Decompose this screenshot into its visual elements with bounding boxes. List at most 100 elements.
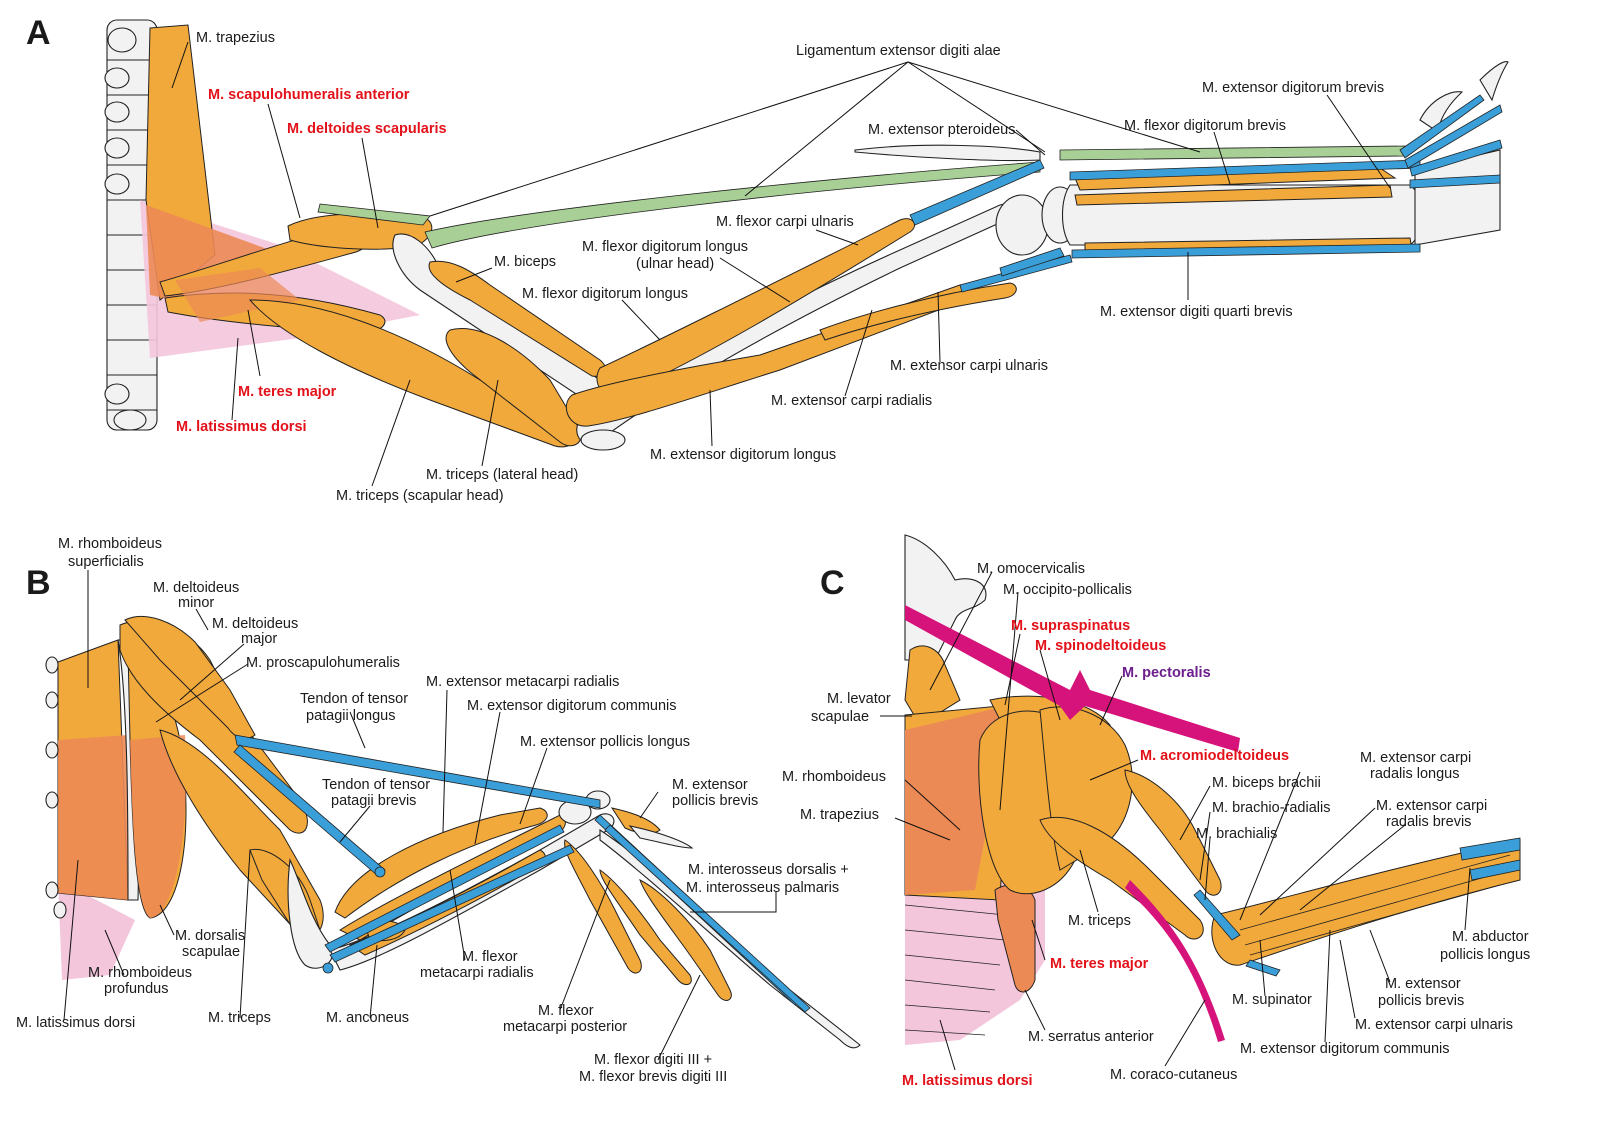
label-tensor-longus-1: Tendon of tensor: [300, 691, 408, 707]
label-flexor-digitorum-longus: M. flexor digitorum longus: [522, 286, 688, 302]
rhomboideus-profundus-overlap: [58, 735, 128, 900]
label-extensor-carpi-ulnaris-c: M. extensor carpi ulnaris: [1355, 1017, 1513, 1033]
pollex-bone: [628, 825, 694, 849]
label-rhomboideus-superficialis-1: M. rhomboideus: [58, 536, 162, 552]
label-deltoideus-major-1: M. deltoideus: [212, 616, 298, 632]
label-interosseus-2: M. interosseus palmaris: [686, 880, 839, 896]
label-coraco-cutaneus: M. coraco-cutaneus: [1110, 1067, 1237, 1083]
label-omocervicalis: M. omocervicalis: [977, 561, 1085, 577]
label-anconeus: M. anconeus: [326, 1010, 409, 1026]
label-teres-major-a: M. teres major: [238, 384, 337, 400]
forearm-lines-c: [1239, 854, 1511, 956]
label-latissimus-dorsi-b: M. latissimus dorsi: [16, 1015, 135, 1031]
label-biceps-a: M. biceps: [494, 254, 556, 270]
label-occipito-pollicalis: M. occipito-pollicalis: [1003, 582, 1132, 598]
dorsalis-overlap: [130, 735, 187, 918]
label-extensor-pollicis-brevis-c2: pollicis brevis: [1378, 993, 1464, 1009]
vertebra-knobs-b: [45, 656, 67, 919]
leaders-c: [880, 571, 1471, 1071]
label-rhomboideus-profundus-2: profundus: [104, 981, 169, 997]
humerus-bone-b: [287, 858, 333, 969]
panel-a-spine: [104, 19, 158, 431]
extensor-carpi-muscles-a: [819, 282, 1017, 341]
label-rhomboideus-profundus-1: M. rhomboideus: [88, 965, 192, 981]
label-flexor-metacarpi-posterior-1: M. flexor: [538, 1003, 594, 1019]
label-extensor-pollicis-brevis-b2: pollicis brevis: [672, 793, 758, 809]
label-triceps-scapular: M. triceps (scapular head): [336, 488, 504, 504]
label-tensor-longus-2: patagii longus: [306, 708, 396, 724]
coraco-cutaneus-nerve: [1125, 880, 1225, 1042]
label-scapulohumeralis-anterior: M. scapulohumeralis anterior: [208, 87, 410, 103]
label-interosseus-1: M. interosseus dorsalis +: [688, 862, 849, 878]
label-rhomboideus-superficialis-2: superficialis: [68, 554, 144, 570]
elbow-bone-a: [580, 429, 626, 451]
ligament-green-a2: [424, 161, 1041, 249]
label-flexor-digitorum-brevis: M. flexor digitorum brevis: [1124, 118, 1286, 134]
label-levator-scapulae-1: M. levator: [827, 691, 891, 707]
label-latissimus-dorsi-c: M. latissimus dorsi: [902, 1073, 1033, 1089]
panel-c-letter: C: [820, 564, 845, 602]
label-extensor-carpi-radialis: M. extensor carpi radialis: [771, 393, 932, 409]
label-flexor-digiti-1: M. flexor digiti III +: [594, 1052, 712, 1068]
teres-overlap-a: [175, 268, 300, 322]
label-brachio-radialis: M. brachio-radialis: [1212, 800, 1330, 816]
label-supinator: M. supinator: [1232, 992, 1312, 1008]
label-tensor-brevis-2: patagii brevis: [331, 793, 416, 809]
panel-c: C: [782, 534, 1530, 1089]
label-pectoralis: M. pectoralis: [1122, 665, 1211, 681]
label-triceps-b: M. triceps: [208, 1010, 271, 1026]
tendons-a: [909, 94, 1503, 293]
label-fdl-ulnar-1: M. flexor digitorum longus: [582, 239, 748, 255]
trapezius-overlap-a: [146, 205, 270, 300]
label-dorsalis-scapulae-2: scapulae: [182, 944, 240, 960]
label-extensor-pollicis-brevis-c1: M. extensor: [1385, 976, 1461, 992]
label-fdl-ulnar-2: (ulnar head): [636, 256, 714, 272]
label-abductor-pollicis-1: M. abductor: [1452, 929, 1529, 945]
leaders-b: [63, 570, 777, 1061]
biceps-brachii-muscle: [1124, 769, 1222, 896]
label-ecr-longus-1: M. extensor carpi: [1360, 750, 1471, 766]
label-triceps-lateral: M. triceps (lateral head): [426, 467, 578, 483]
ligament-green-a1: [317, 203, 431, 226]
label-latissimus-dorsi-a: M. latissimus dorsi: [176, 419, 307, 435]
wingtip-claw-a: [1479, 61, 1509, 102]
label-trapezius-c: M. trapezius: [800, 807, 879, 823]
label-deltoides-scapularis: M. deltoides scapularis: [287, 121, 447, 137]
ribs-c: [904, 904, 1006, 1036]
label-tensor-brevis-1: Tendon of tensor: [322, 777, 430, 793]
label-rhomboideus-c: M. rhomboideus: [782, 769, 886, 785]
triceps-muscle-c: [1039, 816, 1204, 940]
label-extensor-metacarpi-radialis: M. extensor metacarpi radialis: [426, 674, 619, 690]
label-spinodeltoideus: M. spinodeltoideus: [1035, 638, 1166, 654]
label-ecr-brevis-1: M. extensor carpi: [1376, 798, 1487, 814]
label-dorsalis-scapulae-1: M. dorsalis: [175, 928, 245, 944]
label-acromiodeltoideus: M. acromiodeltoideus: [1140, 748, 1289, 764]
pectoralis-nerve: [905, 605, 1240, 752]
label-abductor-pollicis-2: pollicis longus: [1440, 947, 1530, 963]
label-biceps-brachii: M. biceps brachii: [1212, 775, 1321, 791]
deltoideus-minor-muscle: [124, 616, 256, 739]
label-flexor-metacarpi-radialis-2: metacarpi radialis: [420, 965, 534, 981]
extensor-pollicis-brevis-muscle: [610, 807, 661, 835]
flexor-digiti-muscle: [639, 879, 732, 1001]
label-deltoideus-minor-2: minor: [178, 595, 214, 611]
leaders-a: [171, 41, 1391, 487]
label-flexor-digiti-2: M. flexor brevis digiti III: [579, 1069, 727, 1085]
label-proscapulohumeralis: M. proscapulohumeralis: [246, 655, 400, 671]
extensor-digitorum-brevis-muscle-a: [1074, 184, 1393, 206]
label-extensor-pollicis-longus: M. extensor pollicis longus: [520, 734, 690, 750]
label-extensor-digitorum-longus: M. extensor digitorum longus: [650, 447, 836, 463]
label-brachialis: M. brachialis: [1196, 826, 1277, 842]
label-triceps-c: M. triceps: [1068, 913, 1131, 929]
label-flexor-metacarpi-posterior-2: metacarpi posterior: [503, 1019, 627, 1035]
label-teres-major-c: M. teres major: [1050, 956, 1149, 972]
label-trapezius-a: M. trapezius: [196, 30, 275, 46]
panel-b-letter: B: [26, 564, 51, 602]
label-flexor-carpi-ulnaris: M. flexor carpi ulnaris: [716, 214, 854, 230]
label-extensor-digitorum-communis-b: M. extensor digitorum communis: [467, 698, 677, 714]
pteroid-bone-a: [854, 144, 1041, 162]
extensor-metacarpi-radialis-muscle: [334, 807, 548, 919]
label-ligamentum: Ligamentum extensor digiti alae: [796, 43, 1001, 59]
label-serratus-anterior: M. serratus anterior: [1028, 1029, 1154, 1045]
